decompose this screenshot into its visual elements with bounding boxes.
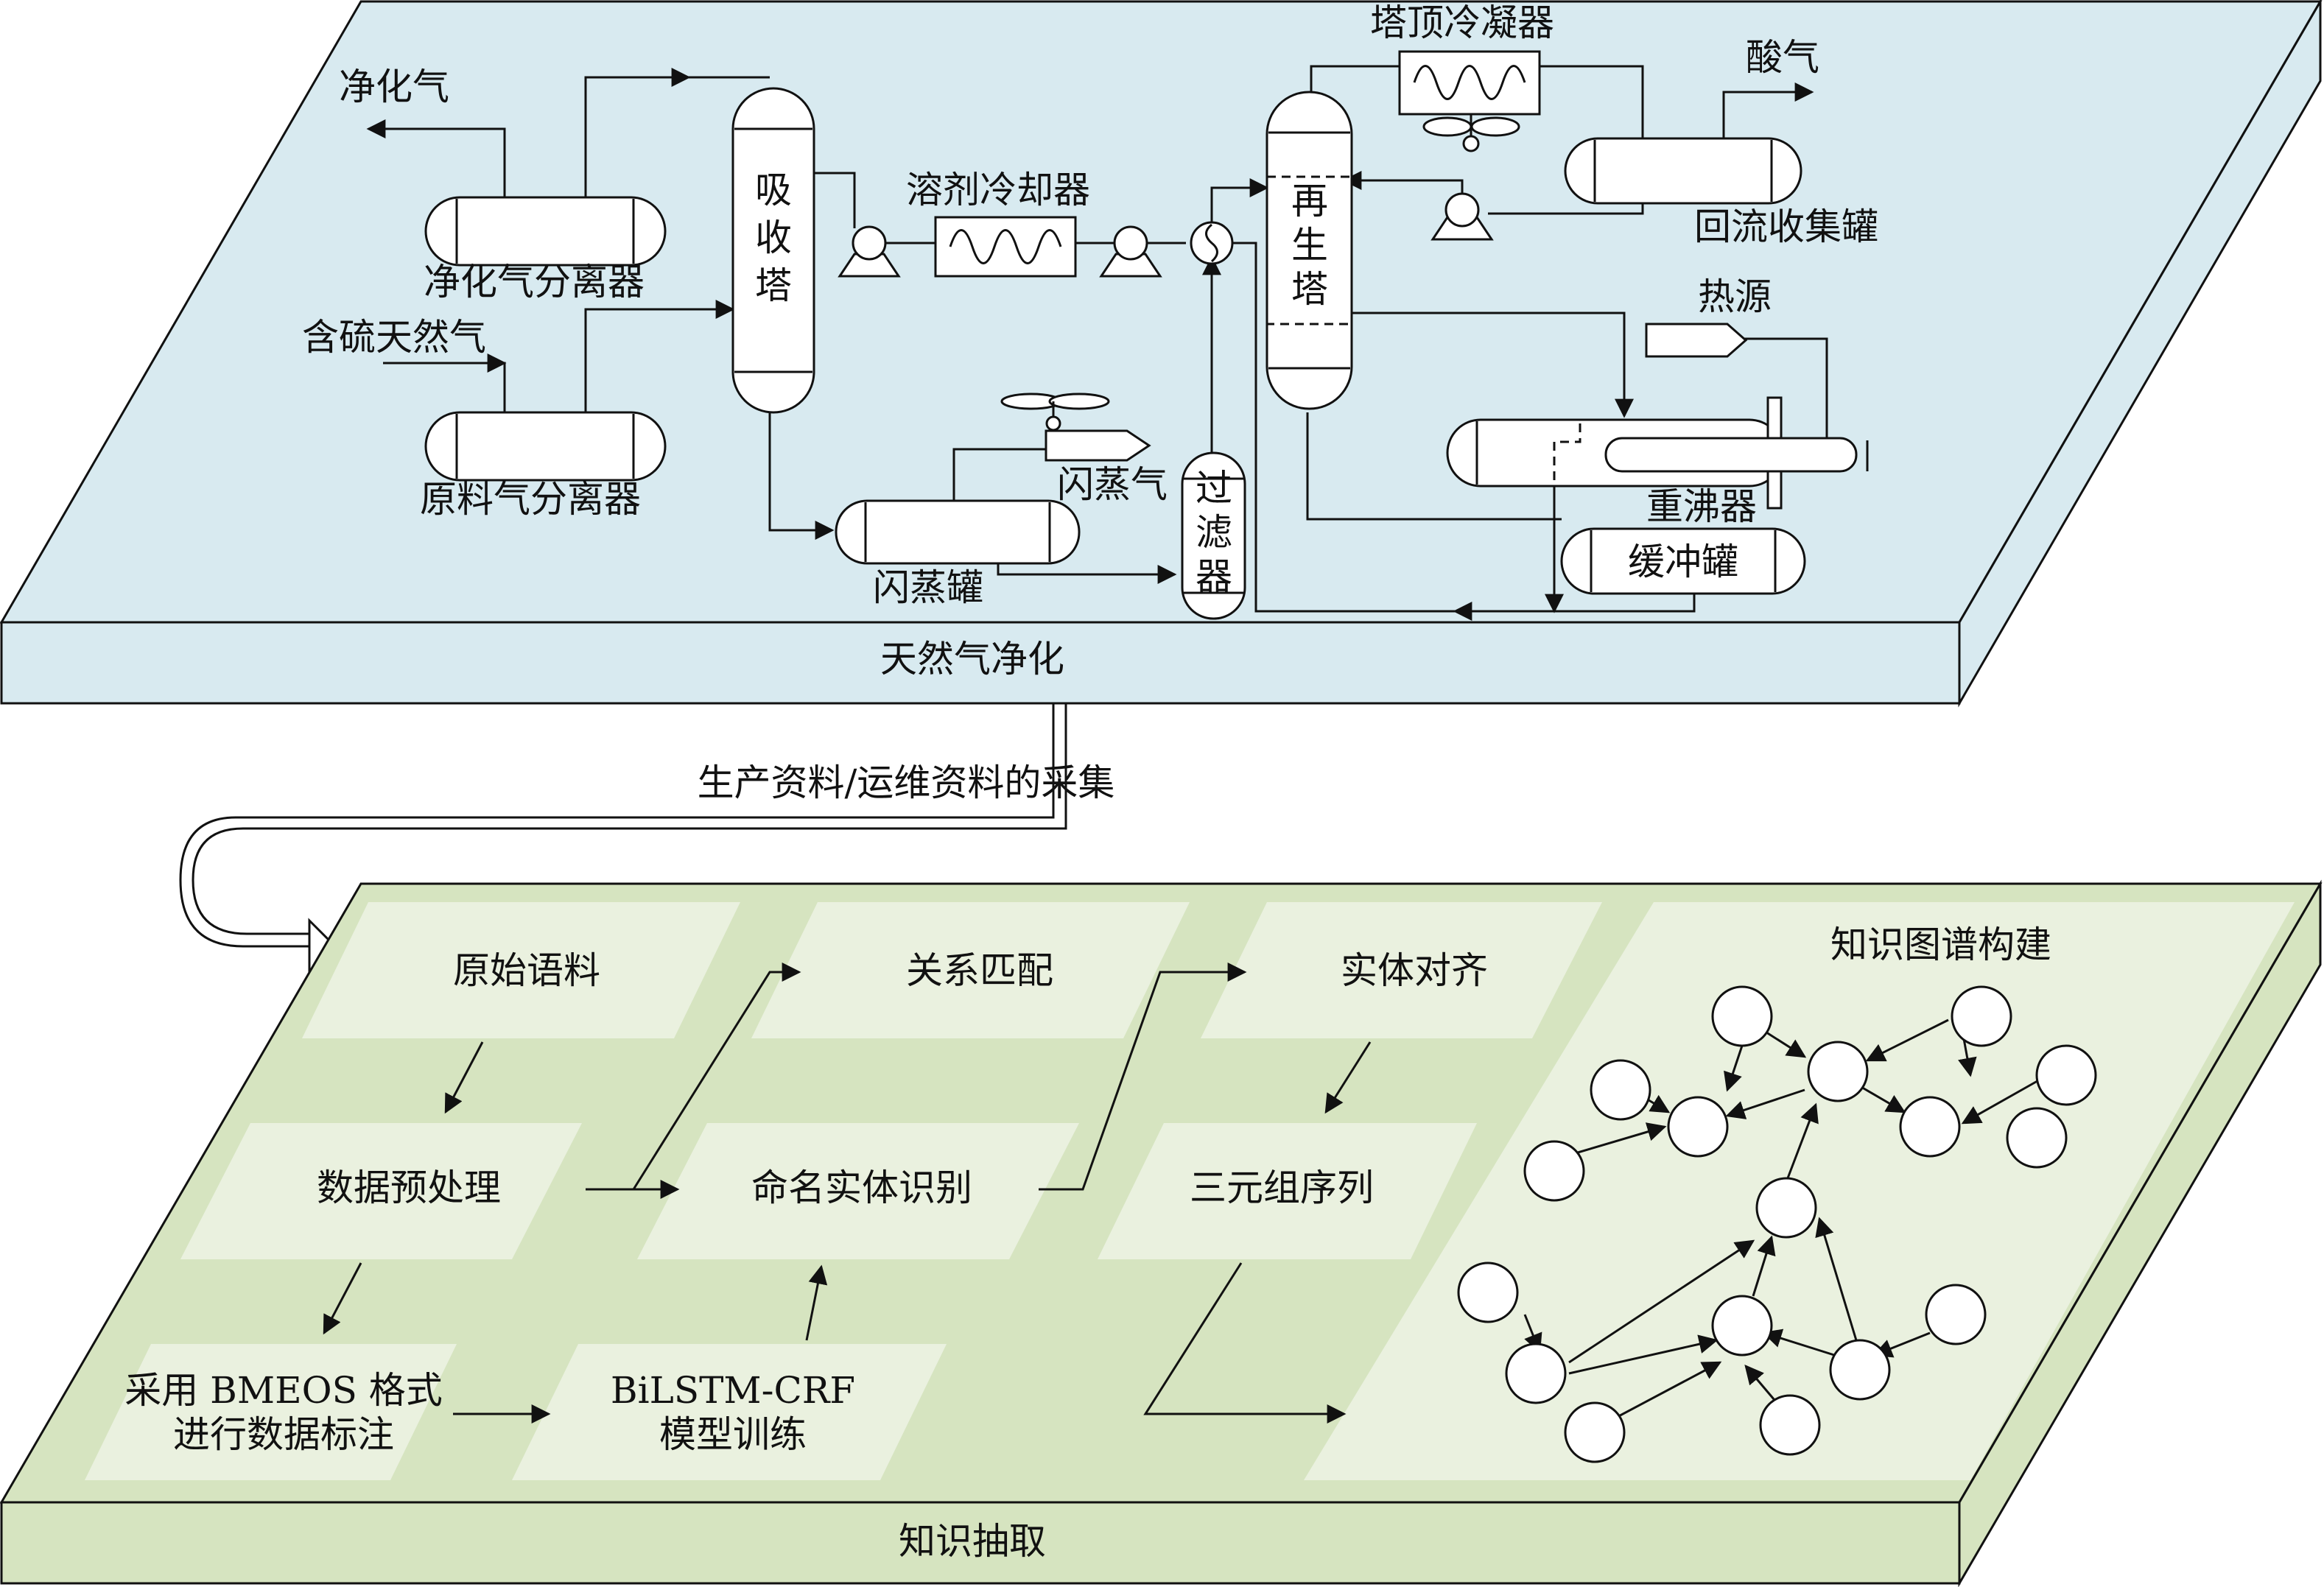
extraction-flow-arrows bbox=[323, 963, 1372, 1424]
solvent-cooler-label: 溶剂冷却器 bbox=[906, 169, 1090, 211]
pump-icon bbox=[1430, 192, 1494, 241]
top-panel-title: 天然气净化 bbox=[880, 638, 1064, 680]
kg-node bbox=[2006, 1107, 2068, 1169]
filter-label-2: 滤 bbox=[1196, 511, 1232, 554]
pump-icon bbox=[838, 225, 901, 278]
kg-node bbox=[1807, 1041, 1869, 1102]
purified-gas-separator-vessel bbox=[424, 196, 667, 267]
pump-icon bbox=[1099, 225, 1162, 278]
absorber-label-2: 收 bbox=[755, 217, 792, 259]
kg-node bbox=[1755, 1177, 1817, 1239]
overhead-condenser-label: 塔顶冷凝器 bbox=[1370, 1, 1554, 44]
bmeos-label-2: 进行数据标注 bbox=[173, 1413, 394, 1456]
kg-node bbox=[1711, 1295, 1773, 1356]
collection-label: 生产资料/运维资料的采集 bbox=[698, 761, 1115, 804]
kg-node bbox=[1951, 985, 2012, 1047]
kg-node bbox=[1759, 1394, 1821, 1456]
absorber-column bbox=[731, 87, 815, 414]
reboiler-label: 重沸器 bbox=[1646, 485, 1757, 528]
feed-gas-separator-vessel bbox=[424, 411, 667, 482]
purified-gas-label: 净化气 bbox=[339, 66, 449, 108]
reflux-drum-vessel bbox=[1564, 137, 1802, 205]
alignment-box bbox=[1201, 902, 1602, 1038]
kg-node bbox=[1457, 1261, 1519, 1323]
absorber-label-3: 塔 bbox=[755, 264, 792, 307]
heat-source-label: 热源 bbox=[1698, 275, 1772, 318]
sour-gas-label: 含硫天然气 bbox=[302, 316, 486, 359]
ner-box bbox=[637, 1123, 1079, 1259]
kg-node bbox=[1829, 1339, 1891, 1401]
feed-gas-separator-label: 原料气分离器 bbox=[420, 478, 641, 521]
kg-node bbox=[1667, 1096, 1729, 1158]
heat-source-tag bbox=[1645, 323, 1748, 358]
kg-node bbox=[1564, 1401, 1626, 1463]
ner-label: 命名实体识别 bbox=[751, 1167, 972, 1209]
raw-corpus-box bbox=[302, 902, 740, 1038]
bilstm-box bbox=[512, 1344, 947, 1480]
flash-tank-vessel bbox=[835, 499, 1081, 565]
kg-node bbox=[2035, 1044, 2097, 1106]
acid-gas-label: 酸气 bbox=[1746, 36, 1819, 79]
raw-corpus-label: 原始语料 bbox=[453, 949, 600, 992]
relation-box bbox=[751, 902, 1190, 1038]
knowledge-graph bbox=[1457, 985, 2097, 1463]
bmeos-box bbox=[85, 1344, 457, 1480]
buffer-tank-label: 缓冲罐 bbox=[1628, 541, 1738, 583]
kg-node bbox=[1590, 1059, 1651, 1121]
relation-label: 关系匹配 bbox=[906, 949, 1053, 992]
kg-node bbox=[1925, 1284, 1987, 1345]
absorber-label-1: 吸 bbox=[755, 169, 792, 211]
solvent-cooler bbox=[934, 216, 1077, 278]
bottom-panel-side-face bbox=[1958, 879, 2322, 1587]
regenerator-label-2: 生 bbox=[1291, 224, 1328, 267]
filter-vessel bbox=[1181, 451, 1246, 620]
regenerator-label-3: 塔 bbox=[1291, 268, 1328, 311]
reflux-drum-label: 回流收集罐 bbox=[1694, 205, 1878, 248]
preprocess-box bbox=[180, 1123, 582, 1259]
triple-box bbox=[1098, 1123, 1477, 1259]
purified-gas-separator-label: 净化气分离器 bbox=[424, 261, 645, 303]
kg-node bbox=[1711, 985, 1773, 1047]
kg-label: 知识图谱构建 bbox=[1830, 923, 2051, 966]
filter-label-1: 过 bbox=[1196, 467, 1232, 510]
top-panel-side-face bbox=[1958, 0, 2322, 708]
triple-label: 三元组序列 bbox=[1190, 1167, 1374, 1209]
flash-gas-tag bbox=[1045, 429, 1151, 462]
flash-gas-label: 闪蒸气 bbox=[1057, 463, 1168, 506]
kg-node bbox=[1505, 1343, 1567, 1404]
buffer-tank-vessel bbox=[1560, 527, 1806, 595]
process-equipment bbox=[424, 50, 1869, 620]
overhead-condenser bbox=[1398, 50, 1541, 116]
alignment-label: 实体对齐 bbox=[1341, 949, 1488, 992]
flash-tank-label: 闪蒸罐 bbox=[873, 566, 983, 609]
bmeos-label-1: 采用 BMEOS 格式 bbox=[124, 1369, 442, 1412]
regenerator-label-1: 再 bbox=[1291, 180, 1328, 222]
kg-node bbox=[1899, 1096, 1961, 1158]
bilstm-label-1: BiLSTM-CRF bbox=[611, 1369, 855, 1412]
process-labels: 净化气 净化气分离器 含硫天然气 原料气分离器 吸 收 塔 溶剂冷却器 闪蒸气 … bbox=[302, 1, 1878, 609]
bilstm-label-2: 模型训练 bbox=[659, 1413, 807, 1456]
preprocess-label: 数据预处理 bbox=[317, 1167, 501, 1209]
filter-label-3: 器 bbox=[1196, 555, 1232, 598]
kg-node bbox=[1523, 1140, 1585, 1202]
bottom-panel-title: 知识抽取 bbox=[899, 1520, 1046, 1563]
